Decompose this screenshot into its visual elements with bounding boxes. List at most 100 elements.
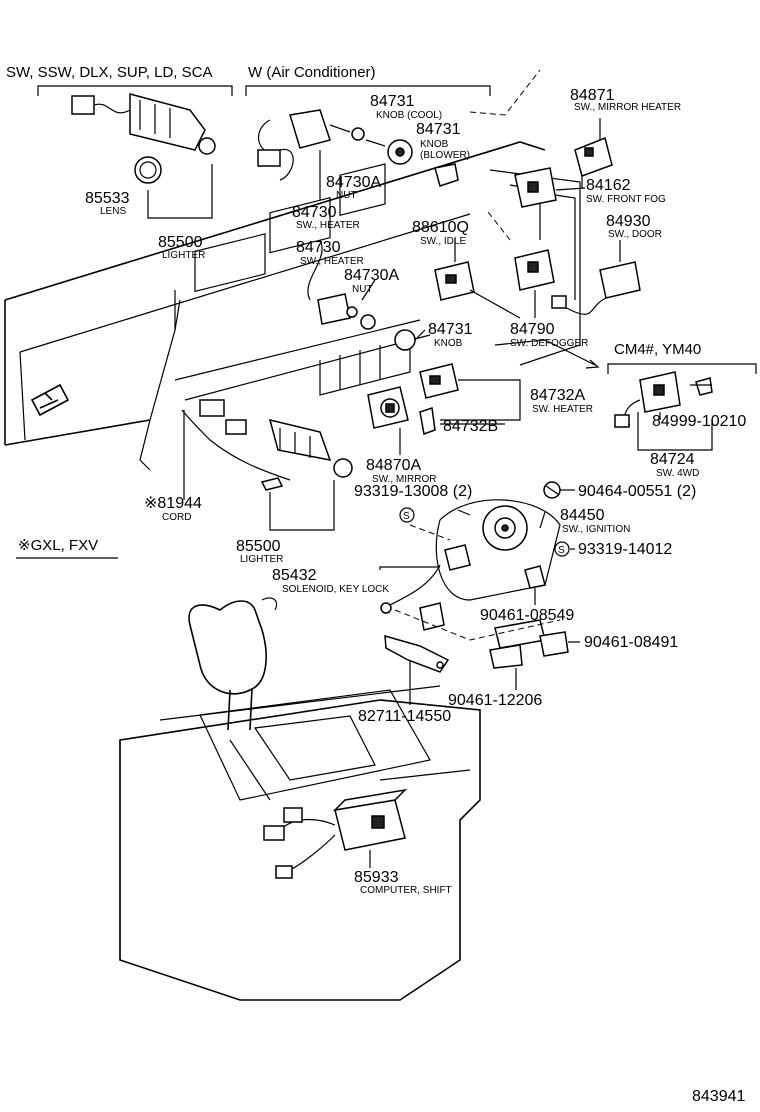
label-84731c-name: KNOB — [434, 338, 463, 349]
mirror-switch-icon — [367, 386, 409, 429]
bracket-90461-08549-icon — [494, 619, 546, 649]
label-84724-name: SW. 4WD — [656, 468, 699, 479]
label-90461b-num: 90461-08491 — [584, 634, 678, 651]
label-84870a-name: SW., MIRROR — [372, 474, 436, 485]
label-84731c-num: 84731 — [428, 321, 473, 338]
label-84162-num: 84162 — [586, 177, 631, 194]
bracket-variant-cm4 — [607, 363, 757, 374]
diagram-id: 843941 — [692, 1088, 745, 1105]
label-84450-name: SW., IGNITION — [562, 524, 630, 535]
label-85533-name: LENS — [100, 206, 126, 217]
label-84730a-num: 84730A — [326, 174, 381, 191]
label-84730a-name: NUT — [336, 190, 357, 201]
label-88610q-num: 88610Q — [412, 219, 469, 236]
label-82711-num: 82711-14550 — [358, 708, 451, 725]
label-84930-name: SW., DOOR — [608, 229, 662, 240]
label-84450-num: 84450 — [560, 507, 605, 524]
label-84871-num: 84871 — [570, 87, 615, 104]
label-84731-cool-num: 84731 — [370, 93, 415, 110]
leader-85533 — [147, 164, 213, 219]
leader-85432 — [379, 566, 440, 570]
header-variant-gxl: ※GXL, FXV — [18, 537, 98, 554]
s-marker-93319-13008 — [399, 507, 415, 523]
leader-84724 — [637, 412, 713, 451]
4wd-switch-icon — [614, 371, 713, 428]
label-90461c-num: 90461-12206 — [448, 692, 542, 709]
label-88610q-name: SW., IDLE — [420, 236, 466, 247]
idle-switch-icon — [434, 238, 475, 301]
label-84731-blower-kn: KNOB — [420, 139, 449, 150]
label-84731-blower-num: 84731 — [416, 121, 461, 138]
label-84930-num: 84930 — [606, 213, 651, 230]
leader-84730a-nut — [361, 279, 376, 301]
screw-90464-icon — [543, 481, 561, 499]
label-84730-name: SW., HEATER — [296, 220, 360, 231]
leader-84732a — [440, 379, 521, 421]
label-85500b-num: 85500 — [236, 538, 281, 555]
leader-ign-screw — [457, 509, 471, 516]
bracket-variant-left — [37, 85, 233, 96]
label-93319a-num: 93319-13008 (2) — [354, 483, 472, 500]
label-84732a-num: 84732A — [530, 387, 585, 404]
shift-computer-icon — [263, 788, 408, 879]
cord-81944-icon — [181, 399, 291, 481]
defogger-switch-icon — [514, 249, 555, 318]
label-93319b-num: 93319-14012 — [578, 541, 672, 558]
dashed-leader-top — [469, 69, 541, 116]
label-84730ab-num: 84730A — [344, 267, 399, 284]
label-84790-num: 84790 — [510, 321, 555, 338]
leader-84731-knob — [414, 329, 426, 341]
s-marker-label-1: S — [403, 511, 410, 522]
ignition-switch-icon — [380, 499, 561, 631]
label-84999-num: 84999-10210 — [652, 413, 746, 430]
label-85933-num: 85933 — [354, 869, 399, 886]
label-84730-num: 84730 — [292, 204, 337, 221]
dashed-leader-solenoid — [394, 609, 561, 641]
label-84162-name: SW. FRONT FOG — [586, 194, 666, 205]
leader-84790 — [469, 289, 521, 319]
label-84730b-num: 84730 — [296, 239, 341, 256]
leader-84450 — [539, 511, 546, 529]
dashed-leader-fog — [487, 211, 511, 241]
dashed-leader-screw — [409, 524, 451, 541]
heater-switch-ac-icon — [257, 109, 459, 187]
leader-84731-cool — [365, 139, 386, 147]
label-81944-name: CORD — [162, 512, 191, 523]
label-84732b-num: 84732B — [443, 418, 498, 435]
label-85533-num: 85533 — [85, 190, 130, 207]
label-84724-num: 84724 — [650, 451, 695, 468]
label-84870a-num: 84870A — [366, 457, 421, 474]
arrow-head-cm4 — [585, 359, 600, 369]
leader-85500-bottom — [269, 480, 335, 531]
label-84730b-name: SW., HEATER — [300, 256, 364, 267]
leader-arrow-cm4 — [494, 339, 596, 366]
label-90464-num: 90464-00551 (2) — [578, 483, 696, 500]
lighter-bottom-icon — [260, 418, 353, 491]
header-variant-ac: W (Air Conditioner) — [248, 64, 376, 81]
label-90461a-num: 90461-08549 — [480, 607, 574, 624]
label-85432-num: 85432 — [272, 567, 317, 584]
console-outline — [119, 597, 481, 1001]
label-84732a-name: SW. HEATER — [532, 404, 593, 415]
label-85500b-name: LIGHTER — [240, 554, 283, 565]
heater-switch-mid-icon — [307, 239, 416, 351]
lighter-top-icon — [71, 93, 216, 184]
bracket-variant-ac — [245, 85, 491, 96]
door-switch-icon — [551, 240, 641, 315]
label-81944-num: ※81944 — [144, 495, 202, 512]
label-85500a-num: 85500 — [158, 234, 203, 251]
label-84731-cool-name: KNOB (COOL) — [376, 110, 442, 121]
front-fog-switch-icon — [514, 167, 586, 208]
label-84790-name: SW. DEFOGGER — [510, 338, 588, 349]
bulb-84732b-icon — [419, 407, 436, 436]
s-marker-93319-14012 — [554, 541, 570, 557]
s-marker-label-2: S — [558, 545, 565, 556]
label-85933-name: COMPUTER, SHIFT — [360, 885, 452, 896]
label-84871-name: SW., MIRROR HEATER — [574, 102, 681, 113]
header-variant-cm4: CM4#, YM40 — [614, 341, 701, 358]
label-85432-name: SOLENOID, KEY LOCK — [282, 584, 389, 595]
mirror-heater-switch-icon — [574, 118, 613, 177]
label-84730ab-name: NUT — [352, 284, 373, 295]
dashboard-outline — [4, 141, 581, 471]
